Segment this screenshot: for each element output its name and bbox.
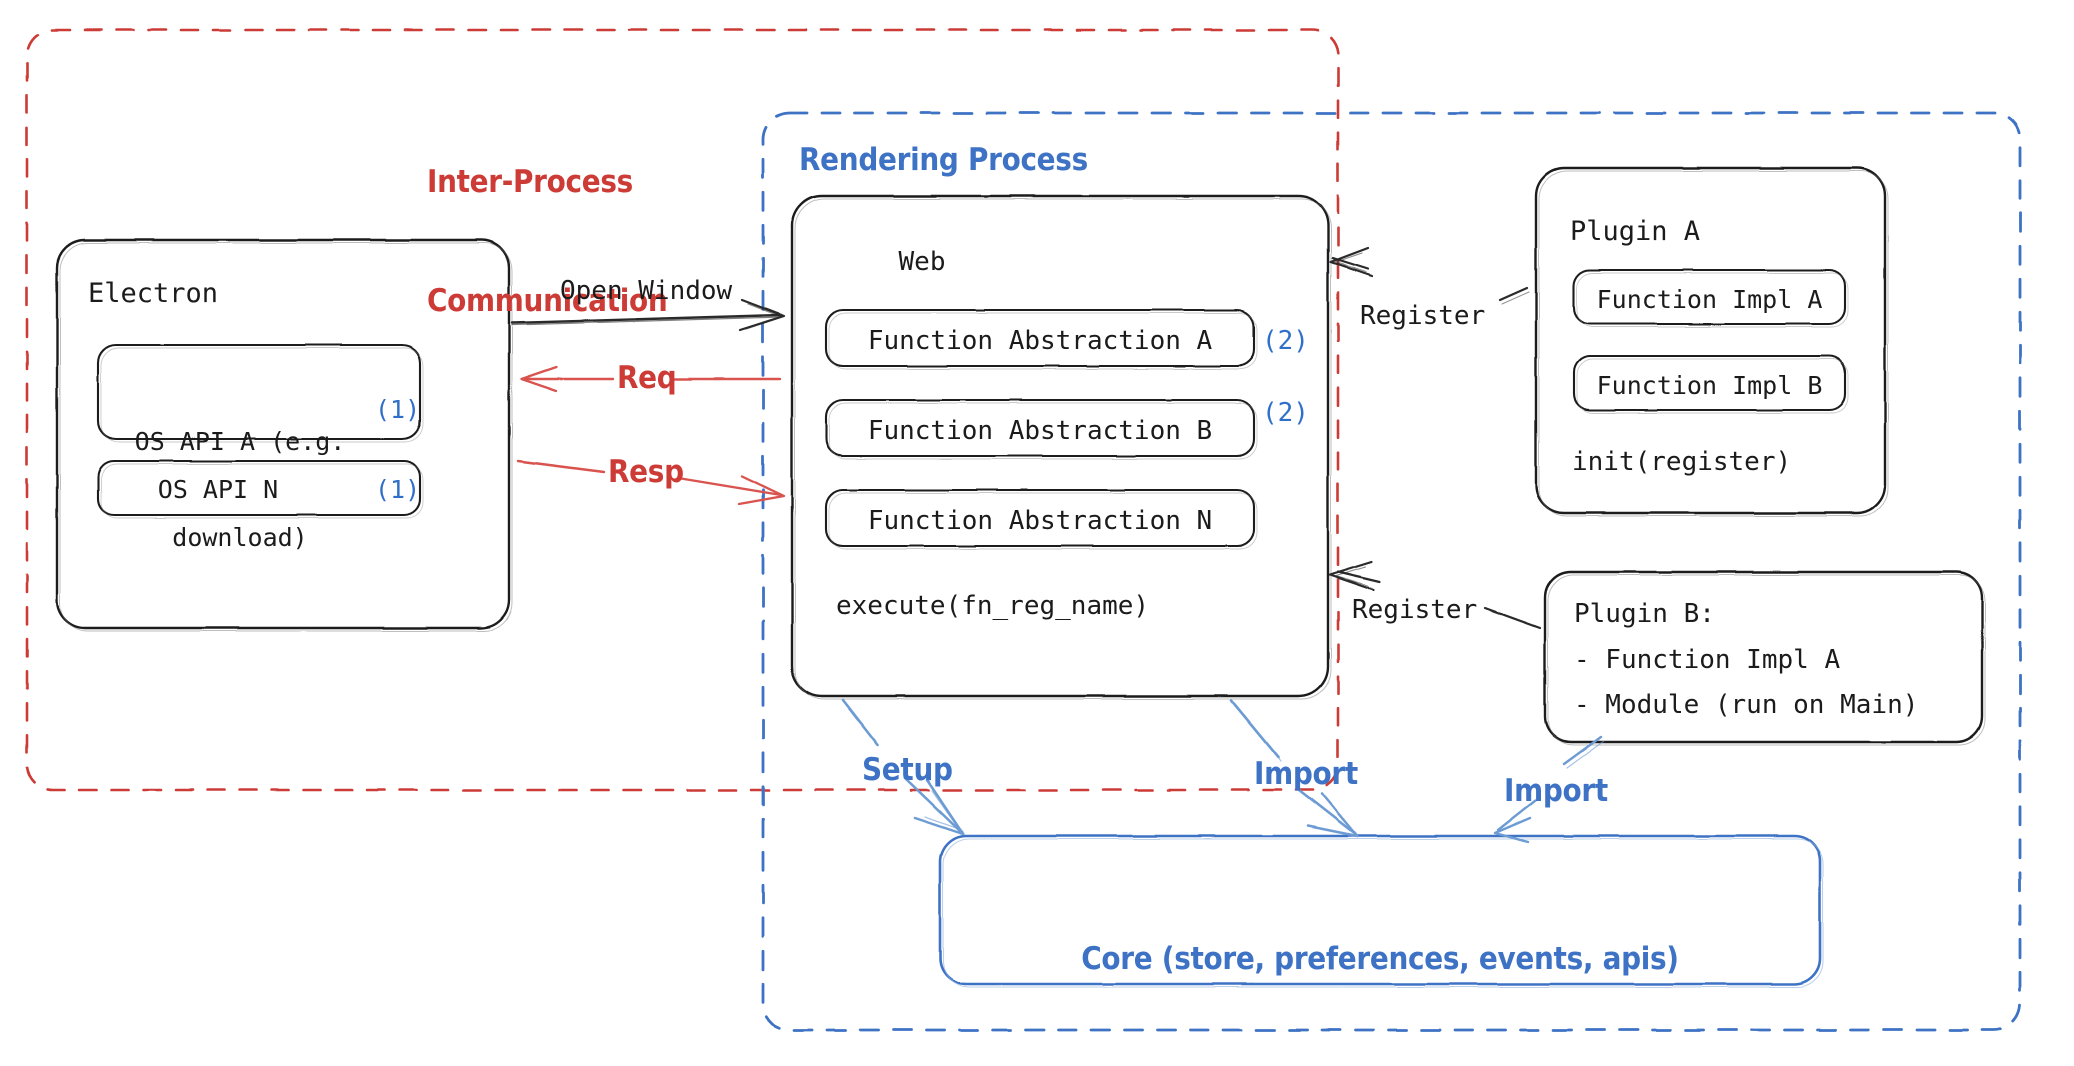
edge-label-import-plugin-b: Import (1504, 773, 1608, 809)
ipc-group-label: Inter-Process Communication (427, 164, 668, 320)
edge-req (519, 365, 782, 393)
core-line-0: Core (store, preferences, events, apis) (1081, 940, 1679, 977)
edge-import-web (1229, 698, 1359, 838)
web-execute-method: execute(fn_reg_name) (836, 591, 1150, 621)
plugin-a-item-0: Function Impl A (1596, 285, 1823, 314)
function-abstraction-n-label: Function Abstraction N (867, 506, 1213, 536)
plugin-b-box-outline (1543, 570, 1986, 746)
os-api-a-badge: (1) (375, 395, 421, 424)
edge-register-plugin-b (1328, 560, 1542, 630)
function-abstraction-a-label: Function Abstraction A (867, 326, 1213, 356)
os-api-n-label: OS API N (157, 475, 279, 504)
edge-setup (841, 698, 965, 836)
plugin-a-item-1: Function Impl B (1596, 371, 1823, 400)
os-api-n-box-outline (96, 459, 424, 519)
edge-label-open-window: Open Window (560, 276, 733, 306)
os-api-a-label: OS API A (e.g. download) (134, 427, 346, 552)
edge-label-import-web: Import (1254, 756, 1358, 792)
edge-resp (516, 459, 786, 506)
rendering-process-group-outline (761, 111, 2022, 1032)
edge-import-plugin-b (1493, 735, 1605, 844)
function-impl-b-box-outline (1572, 354, 1849, 414)
edge-open-window (510, 298, 786, 332)
electron-title: Electron (88, 278, 219, 309)
edge-label-req: Req (617, 360, 677, 396)
core-box-outline (938, 834, 1824, 988)
edge-label-resp: Resp (608, 454, 684, 490)
core-text: Core (store, preferences, events, apis) … (940, 852, 1820, 1066)
edge-label-register-plugin-a: Register (1360, 301, 1486, 331)
function-abstraction-a-badge: (2) (1262, 326, 1309, 356)
plugin-b-line-1: - Function Impl A (1574, 645, 1841, 675)
os-api-n-badge: (1) (375, 475, 421, 504)
function-abstraction-b-box-outline (824, 398, 1258, 460)
edge-label-register-plugin-b: Register (1352, 595, 1478, 625)
edge-register-plugin-a (1329, 246, 1530, 305)
function-abstraction-b-badge: (2) (1262, 398, 1309, 428)
plugin-b-line-2: - Module (run on Main) (1574, 690, 1919, 720)
rendering-process-label: Rendering Process (799, 142, 1088, 178)
edge-label-setup: Setup (862, 752, 953, 788)
os-api-a-box-outline (96, 343, 424, 443)
plugin-b-line-0: Plugin B: (1574, 599, 1715, 629)
web-title: Web (898, 247, 946, 277)
function-abstraction-b-label: Function Abstraction B (867, 416, 1213, 446)
plugin-a-title: Plugin A (1570, 216, 1701, 247)
plugin-a-box-outline (1534, 166, 1889, 517)
function-impl-a-box-outline (1572, 268, 1849, 328)
function-abstraction-a-box-outline (824, 308, 1258, 370)
function-abstraction-n-box-outline (824, 488, 1258, 550)
plugin-a-method: init(register) (1572, 447, 1792, 477)
